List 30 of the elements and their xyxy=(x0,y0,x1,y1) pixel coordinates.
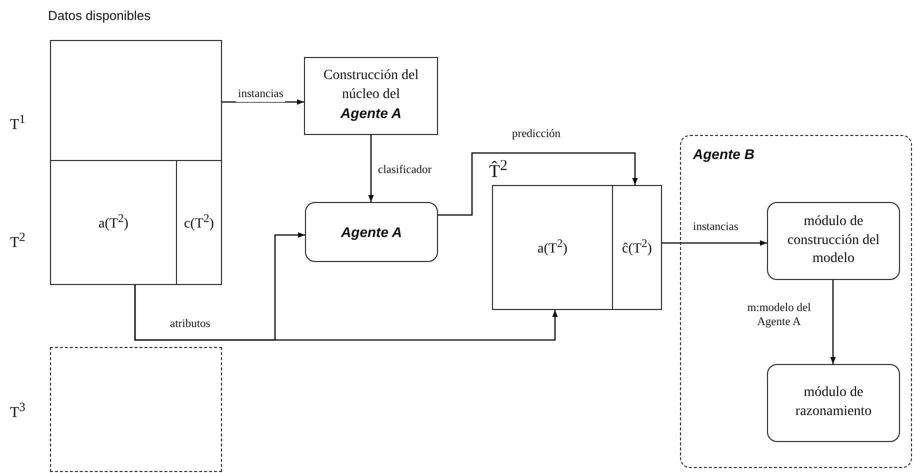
arrow xyxy=(830,280,836,364)
node-label: ĉ(T$^{2}$) xyxy=(622,236,652,258)
node-label: a(T$^{2}$) xyxy=(538,236,568,258)
node-label: c(T$^{2}$) xyxy=(184,210,214,234)
module-box xyxy=(767,364,900,442)
edge-label: predicción xyxy=(510,128,563,142)
edge-label: instancias xyxy=(236,88,286,102)
heading: Datos disponibles xyxy=(48,8,151,23)
node-heading: T̂$^{2}$ xyxy=(489,157,508,183)
arrow xyxy=(134,285,558,341)
node-label: módulo de razonamiento xyxy=(794,384,873,421)
node-heading: Agente B xyxy=(693,146,754,162)
module-box xyxy=(767,202,900,280)
process-box xyxy=(304,57,438,135)
row-label: T$^{1}$ xyxy=(10,112,26,134)
table-cell xyxy=(176,160,222,285)
arrow xyxy=(368,135,374,202)
node-label: Agente A xyxy=(341,224,402,240)
data-block xyxy=(50,40,222,161)
arrow xyxy=(662,240,767,246)
table-cell xyxy=(50,160,177,285)
row-label: T$^{2}$ xyxy=(10,230,26,252)
agent-box xyxy=(305,202,438,262)
data-block xyxy=(50,347,222,472)
node-label: a(T$^{2}$) xyxy=(98,210,128,234)
node-label: Construcción del núcleo del Agente A xyxy=(322,66,420,124)
arrow xyxy=(222,99,304,105)
row-label: T$^{3}$ xyxy=(10,400,26,422)
arrow xyxy=(438,152,638,216)
node-label: módulo de construcción del modelo xyxy=(786,212,881,268)
